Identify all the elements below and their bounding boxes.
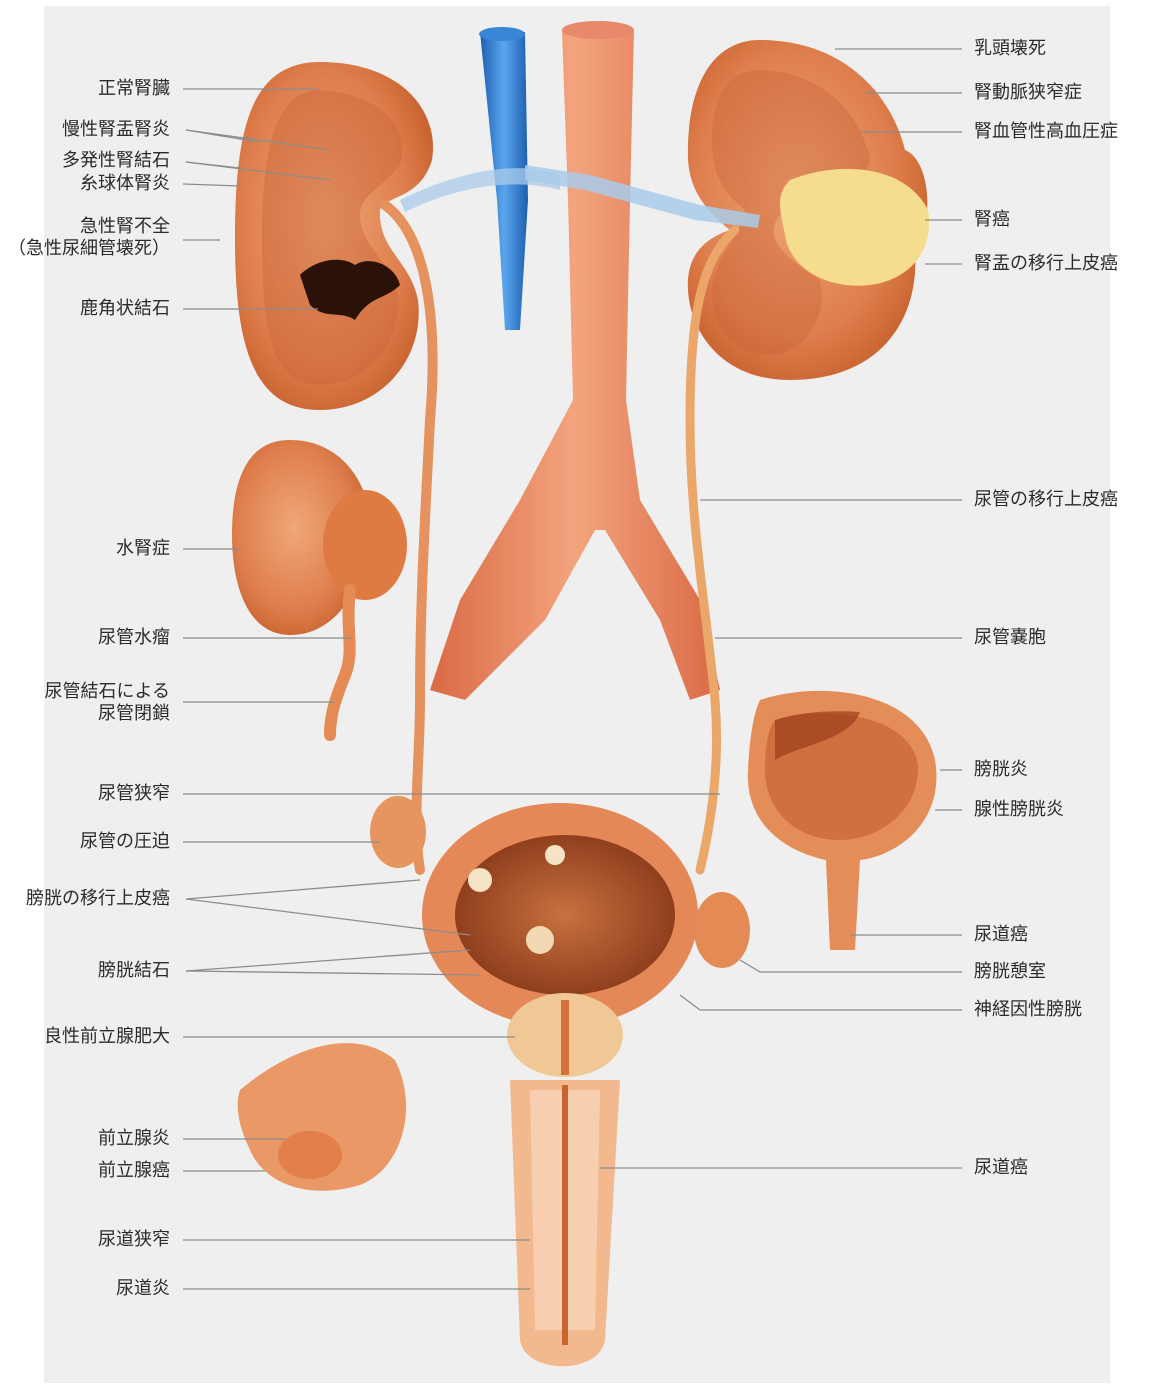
- label-neurogenic-bladder: 神経因性膀胱: [974, 999, 1082, 1021]
- label-acute-renal-failure: 急性腎不全 （急性尿細管壊死）: [8, 216, 170, 260]
- label-hydronephrosis: 水腎症: [116, 538, 170, 560]
- bladder-diverticulum: [694, 892, 750, 968]
- label-ureteral-stone-obstruction: 尿管結石による 尿管閉鎖: [45, 681, 170, 725]
- aorta-top: [562, 21, 634, 39]
- label-urethral-stricture: 尿道狭窄: [98, 1229, 170, 1251]
- label-urethral-cancer-upper: 尿道癌: [974, 924, 1028, 946]
- bladder-tumor-2: [468, 868, 492, 892]
- compressing-mass: [370, 796, 426, 868]
- label-bladder-diverticulum: 膀胱憩室: [974, 961, 1046, 983]
- label-ureter-tcc: 尿管の移行上皮癌: [974, 489, 1118, 511]
- label-multiple-renal-stones: 多発性腎結石: [62, 150, 170, 172]
- hydronephrosis-pelvis: [323, 490, 407, 600]
- label-urethritis: 尿道炎: [116, 1278, 170, 1300]
- label-renal-cancer: 腎癌: [974, 209, 1010, 231]
- label-renal-artery-stenosis: 腎動脈狭窄症: [974, 82, 1082, 104]
- prostate-inset-gland: [278, 1131, 342, 1179]
- label-renal-pelvis-tcc: 腎盂の移行上皮癌: [974, 253, 1118, 275]
- label-prostatitis: 前立腺炎: [98, 1128, 170, 1150]
- label-ureteral-compression: 尿管の圧迫: [80, 831, 170, 853]
- bladder-tumor-1: [545, 845, 565, 865]
- label-bladder-transitional-cell-carcinoma: 膀胱の移行上皮癌: [26, 888, 170, 910]
- label-hydroureter: 尿管水瘤: [98, 627, 170, 649]
- label-papillary-necrosis: 乳頭壊死: [974, 38, 1046, 60]
- label-renovascular-hypertension: 腎血管性高血圧症: [974, 121, 1118, 143]
- label-benign-prostatic-hyperplasia: 良性前立腺肥大: [44, 1026, 170, 1048]
- label-glandular-cystitis: 腺性膀胱炎: [974, 799, 1064, 821]
- bladder-lumen: [455, 835, 675, 995]
- label-glomerulonephritis: 糸球体腎炎: [80, 173, 170, 195]
- label-chronic-pyelonephritis: 慢性腎盂腎炎: [62, 119, 170, 141]
- label-staghorn-calculus: 鹿角状結石: [80, 298, 170, 320]
- label-bladder-stone: 膀胱結石: [98, 960, 170, 982]
- bladder-stone: [526, 926, 554, 954]
- label-urethral-cancer-lower: 尿道癌: [974, 1157, 1028, 1179]
- label-ureteral-cyst: 尿管嚢胞: [974, 627, 1046, 649]
- label-prostate-cancer: 前立腺癌: [98, 1160, 170, 1182]
- label-normal-kidney: 正常腎臓: [98, 78, 170, 100]
- vena-cava-top: [479, 27, 525, 41]
- label-cystitis: 膀胱炎: [974, 759, 1028, 781]
- label-ureteral-stricture: 尿管狭窄: [98, 783, 170, 805]
